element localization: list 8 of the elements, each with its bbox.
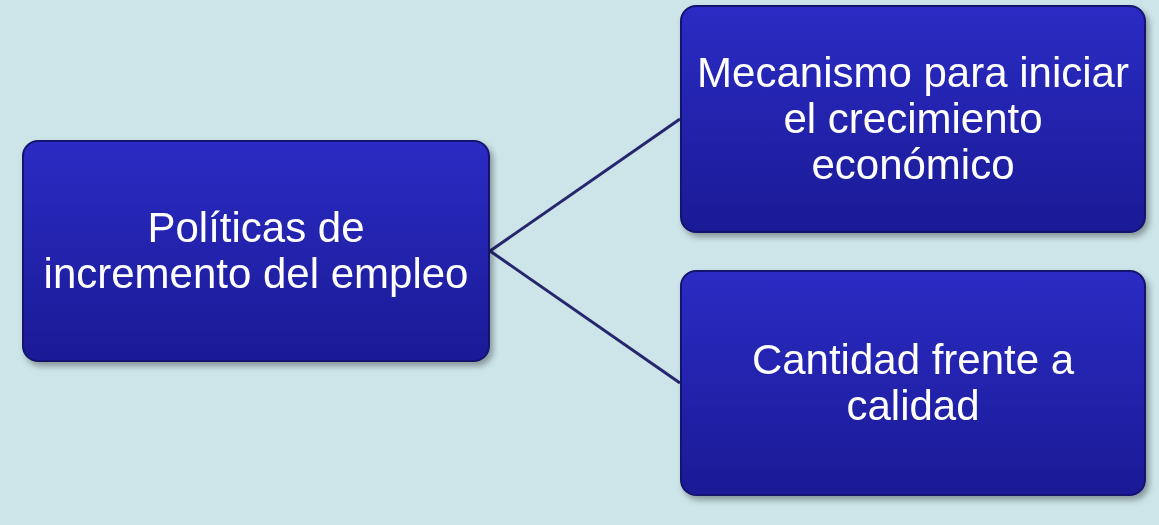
box-label: Mecanismo para iniciar el crecimiento económico: [696, 49, 1130, 189]
connector-line: [489, 117, 681, 253]
box-label: Políticas de incremento del empleo: [42, 204, 470, 298]
process-box: [680, 5, 1146, 233]
process-box: [22, 140, 490, 362]
connector-line: [489, 249, 681, 385]
box-label: Cantidad frente a calidad: [750, 336, 1076, 430]
process-box: [680, 270, 1146, 496]
